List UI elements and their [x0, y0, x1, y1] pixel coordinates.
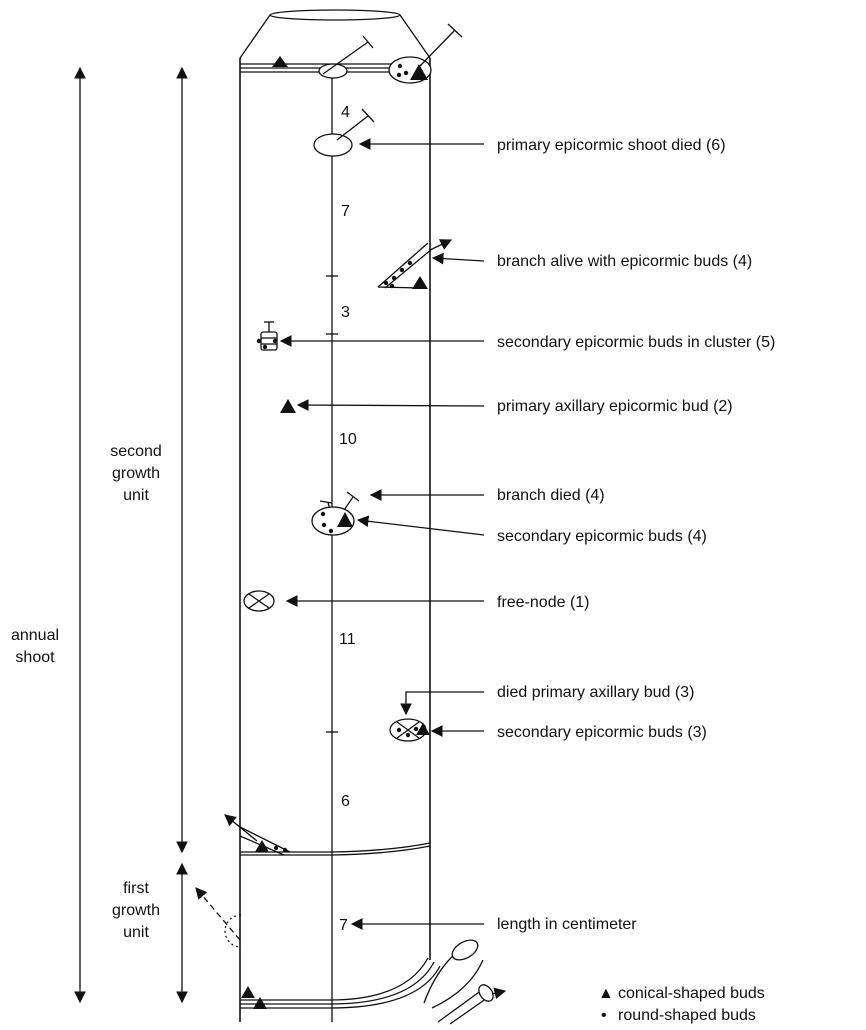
- label-secondary-epicormic-buds-in-cluster: secondary epicormic buds in cluster (5): [497, 334, 775, 351]
- label-secondary-epicormic-buds-3: secondary epicormic buds (3): [497, 724, 707, 741]
- second-growth-unit-label: second growth unit: [110, 443, 162, 504]
- bottom-right-shoot-lower: [437, 984, 507, 1025]
- length-value: 11: [339, 631, 356, 648]
- svg-text:annual: annual: [11, 627, 59, 644]
- length-value: 3: [341, 304, 350, 321]
- label-length-in-centimeter: length in centimeter: [497, 916, 637, 933]
- bottom-right-shoot-upper: [423, 939, 484, 1009]
- secondary-epicormic-buds-3-group: [389, 718, 430, 742]
- length-values: 4 7 3 10 11 6 7: [339, 104, 357, 934]
- conical-bud-bottom-1: [241, 986, 255, 998]
- legend-round-symbol: •: [601, 1007, 607, 1024]
- svg-text:second: second: [110, 443, 162, 460]
- label-branch-died: branch died (4): [497, 487, 605, 504]
- primary-epicormic-shoot-died: [336, 108, 375, 141]
- svg-text:first: first: [123, 880, 149, 897]
- bud-ellipse-top-center: [318, 63, 348, 79]
- length-value: 10: [339, 431, 357, 448]
- primary-epicormic-shoot-bud: [313, 133, 353, 157]
- svg-text:unit: unit: [123, 924, 149, 941]
- svg-text:unit: unit: [123, 487, 149, 504]
- secondary-epicormic-buds-cluster: [256, 321, 278, 351]
- growth-unit-boundary: [240, 842, 431, 856]
- first-growth-unit-label: first growth unit: [112, 880, 160, 941]
- primary-axillary-epicormic-bud: [280, 399, 296, 413]
- label-primary-epicormic-shoot-died: primary epicormic shoot died (6): [497, 137, 726, 154]
- legend-round-label: round-shaped buds: [618, 1007, 756, 1024]
- round-buds-top-right: [396, 63, 409, 78]
- branch-at-growth-boundary: [224, 814, 291, 856]
- stem-structure: [239, 9, 441, 1022]
- svg-text:growth: growth: [112, 902, 160, 919]
- length-value: 7: [339, 917, 348, 934]
- conical-bud-top-right: [410, 64, 428, 80]
- annual-shoot-label: annual shoot: [11, 627, 59, 666]
- length-value: 4: [341, 104, 350, 121]
- free-node-symbol: [243, 590, 275, 612]
- conical-bud-secondary-4: [337, 512, 353, 527]
- stem-cone-left-edge: [239, 14, 271, 59]
- svg-text:growth: growth: [112, 465, 160, 482]
- label-branch-alive-with-epicormic-buds: branch alive with epicormic buds (4): [497, 253, 752, 270]
- label-died-primary-axillary-bud: died primary axillary bud (3): [497, 684, 694, 701]
- axis-tick-marks: [326, 275, 338, 733]
- dotted-bud-scar: [195, 887, 242, 948]
- legend-conical-symbol: ▲: [598, 985, 614, 1002]
- length-value: 6: [341, 793, 350, 810]
- died-shoot-top-center: [322, 35, 374, 75]
- legend: ▲ conical-shaped buds • round-shaped bud…: [598, 985, 765, 1024]
- length-value: 7: [341, 203, 350, 220]
- round-buds-secondary-4: [320, 511, 334, 534]
- svg-text:shoot: shoot: [15, 649, 55, 666]
- label-primary-axillary-epicormic-bud: primary axillary epicormic bud (2): [497, 398, 733, 415]
- conical-bud-bottom-2: [253, 997, 267, 1009]
- bottom-growth-boundary: [240, 957, 441, 1009]
- stem-top-cut: [269, 9, 401, 21]
- label-secondary-epicormic-buds-4: secondary epicormic buds (4): [497, 528, 707, 545]
- conical-bud-top-left: [272, 56, 288, 67]
- label-free-node: free-node (1): [497, 594, 590, 611]
- branch-alive-with-epicormic-buds: [377, 239, 453, 289]
- stem-cone-right-edge: [399, 14, 431, 59]
- branch-top-right: [419, 23, 463, 67]
- callout-arrows: [279, 138, 485, 930]
- legend-conical-label: conical-shaped buds: [618, 985, 765, 1002]
